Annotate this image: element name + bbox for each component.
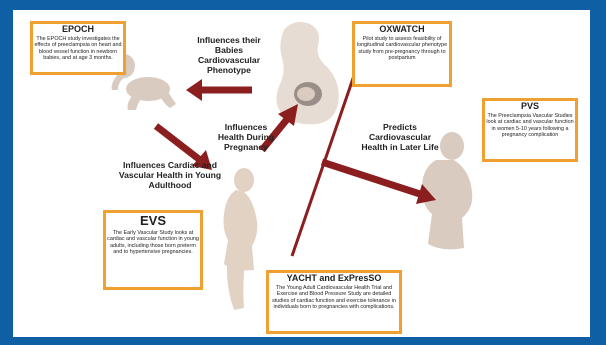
pregnant-woman-icon — [276, 22, 339, 125]
arrow-to-pregnancy — [259, 104, 298, 153]
arrow-to-later-life — [320, 158, 436, 204]
epoch-box: EPOCH The EPOCH study investigates the e… — [30, 21, 126, 75]
arrow-to-young-adulthood — [153, 123, 212, 170]
label-predicts-later-life: Predicts Cardiovascular Health in Later … — [361, 122, 439, 152]
oxwatch-box: OXWATCH Pilot study to assess feasibilit… — [352, 21, 452, 87]
label-influences-young-adulthood: Influences Cardiac and Vascular Health i… — [118, 160, 222, 190]
label-influences-babies: Influences their Babies Cardiovascular P… — [197, 35, 261, 75]
older-woman-icon — [422, 132, 473, 250]
epoch-description: The EPOCH study investigates the effects… — [34, 36, 122, 62]
evs-title: EVS — [139, 213, 166, 228]
evs-description: The Early Vascular Study looks at cardia… — [107, 230, 199, 256]
epoch-title: EPOCH — [61, 24, 94, 34]
oxwatch-title: OXWATCH — [379, 24, 425, 34]
pvs-description: The Preeclampsia Vascular Studies look a… — [486, 113, 574, 139]
pvs-title: PVS — [520, 101, 539, 111]
pvs-box: PVS The Preeclampsia Vascular Studies lo… — [482, 98, 578, 162]
young-woman-icon — [223, 168, 258, 310]
yacht-title: YACHT and ExPresSO — [286, 273, 382, 283]
evs-box: EVS The Early Vascular Study looks at ca… — [103, 210, 203, 290]
yacht-description: The Young Adult Cardiovascular Health Tr… — [272, 285, 396, 311]
label-influences-health-pregnancy: Influences Health During Pregnancy — [217, 122, 275, 152]
oxwatch-description: Pilot study to assess feasibility of lon… — [356, 36, 448, 62]
arrows — [153, 63, 436, 257]
yacht-box: YACHT and ExPresSO The Young Adult Cardi… — [266, 270, 402, 334]
arrow-to-babies — [186, 79, 252, 101]
